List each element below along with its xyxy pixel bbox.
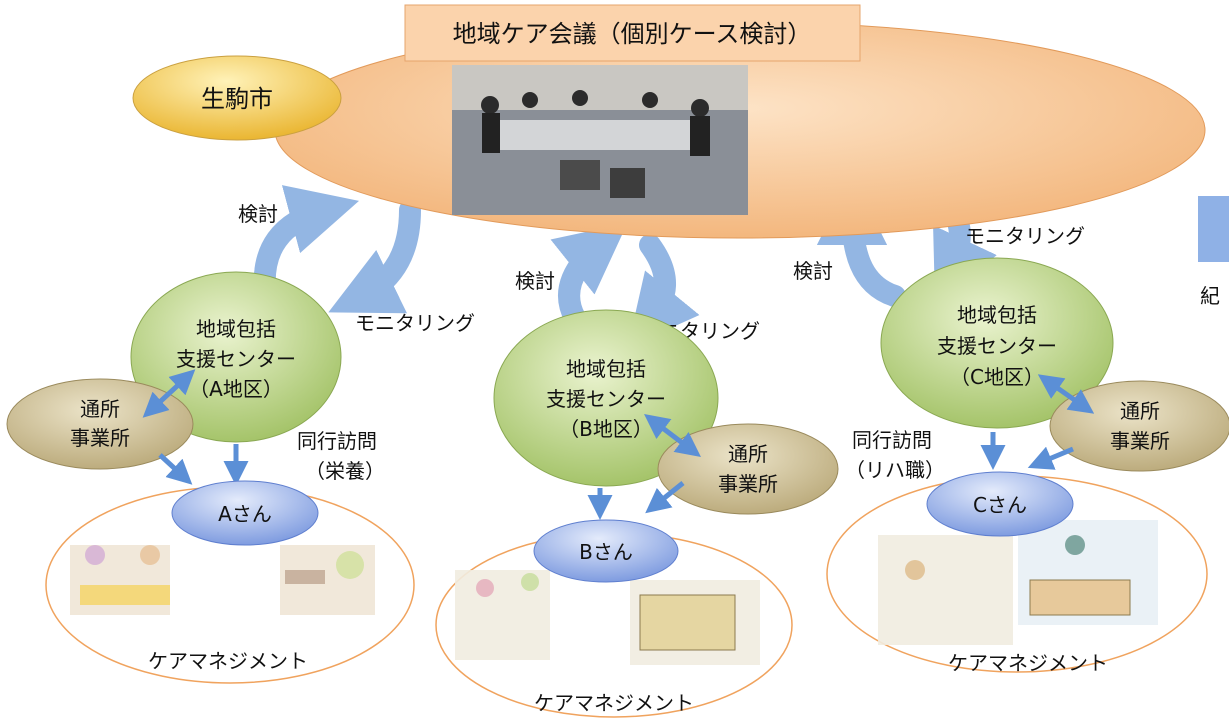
person-ellipse-b: [533, 519, 679, 583]
center-a-line1: 地域包括: [196, 317, 276, 341]
care-management-label-b: ケアマネジメント: [534, 691, 694, 715]
care-ring-c: [826, 475, 1208, 673]
office-center-link-c: [1037, 374, 1095, 414]
monitoring-arrow-a: [328, 199, 421, 314]
link-arrows: [142, 369, 1095, 520]
visit-c-line2: （リハ職）: [845, 458, 945, 482]
office-c-line2: 事業所: [1110, 429, 1170, 453]
kentou-label-a: 検討: [238, 202, 278, 226]
care-ring-b: [435, 532, 793, 718]
person-b-label: Bさん: [579, 540, 633, 564]
office-b-line1: 通所: [728, 442, 768, 466]
cut-off-box: [1198, 196, 1229, 262]
monitoring-label-a: モニタリング: [355, 311, 475, 335]
office-center-link-a: [142, 369, 196, 418]
meeting-title-box: [404, 4, 861, 62]
center-b-line3: （B地区）: [559, 417, 653, 441]
office-to-person-c: [1027, 446, 1074, 470]
center-c-line1: 地域包括: [957, 303, 1037, 327]
office-ellipse-b: [657, 423, 839, 515]
person-ellipse-c: [926, 471, 1074, 537]
city-ellipse: [132, 55, 342, 141]
kentou-label-c: 検討: [793, 259, 833, 283]
center-b-line1: 地域包括: [566, 357, 646, 381]
meeting-photo: [452, 65, 748, 215]
center-a-line2: 支援センター: [176, 347, 296, 371]
office-to-person-b: [645, 481, 685, 514]
office-a-line1: 通所: [80, 397, 120, 421]
meeting-title: 地域ケア会議（個別ケース検討）: [453, 20, 812, 48]
care-ring-a: [45, 486, 415, 684]
office-c-line1: 通所: [1120, 399, 1160, 423]
kentou-arrow-b: [550, 223, 628, 329]
monitoring-label-c: モニタリング: [965, 224, 1085, 248]
center-c-line3: （C地区）: [950, 365, 1044, 389]
visit-a-line2: （栄養）: [305, 459, 385, 483]
center-c-line2: 支援センター: [937, 334, 1057, 358]
center-b-line2: 支援センター: [546, 387, 666, 411]
cut-off-text: 紀: [1200, 284, 1220, 308]
visit-a-line1: 同行訪問: [297, 429, 377, 453]
illustration-walking: [878, 535, 1013, 645]
monitoring-arrow-b: [627, 234, 700, 348]
office-ellipse-c: [1049, 380, 1229, 472]
visit-c-line1: 同行訪問: [852, 428, 932, 452]
care-management-label-c: ケアマネジメント: [948, 651, 1108, 675]
care-management-label-a: ケアマネジメント: [148, 649, 308, 673]
kentou-label-b: 検討: [515, 269, 555, 293]
office-b-line2: 事業所: [718, 472, 778, 496]
center-a-line3: （A地区）: [189, 377, 283, 401]
city-label: 生駒市: [201, 85, 273, 113]
office-a-line2: 事業所: [70, 426, 130, 450]
person-ellipse-a: [171, 480, 319, 546]
person-c-label: Cさん: [973, 493, 1027, 517]
office-to-person-a: [158, 453, 193, 485]
person-a-label: Aさん: [218, 502, 272, 526]
office-center-link-b: [644, 413, 701, 458]
office-ellipse-a: [6, 378, 194, 470]
